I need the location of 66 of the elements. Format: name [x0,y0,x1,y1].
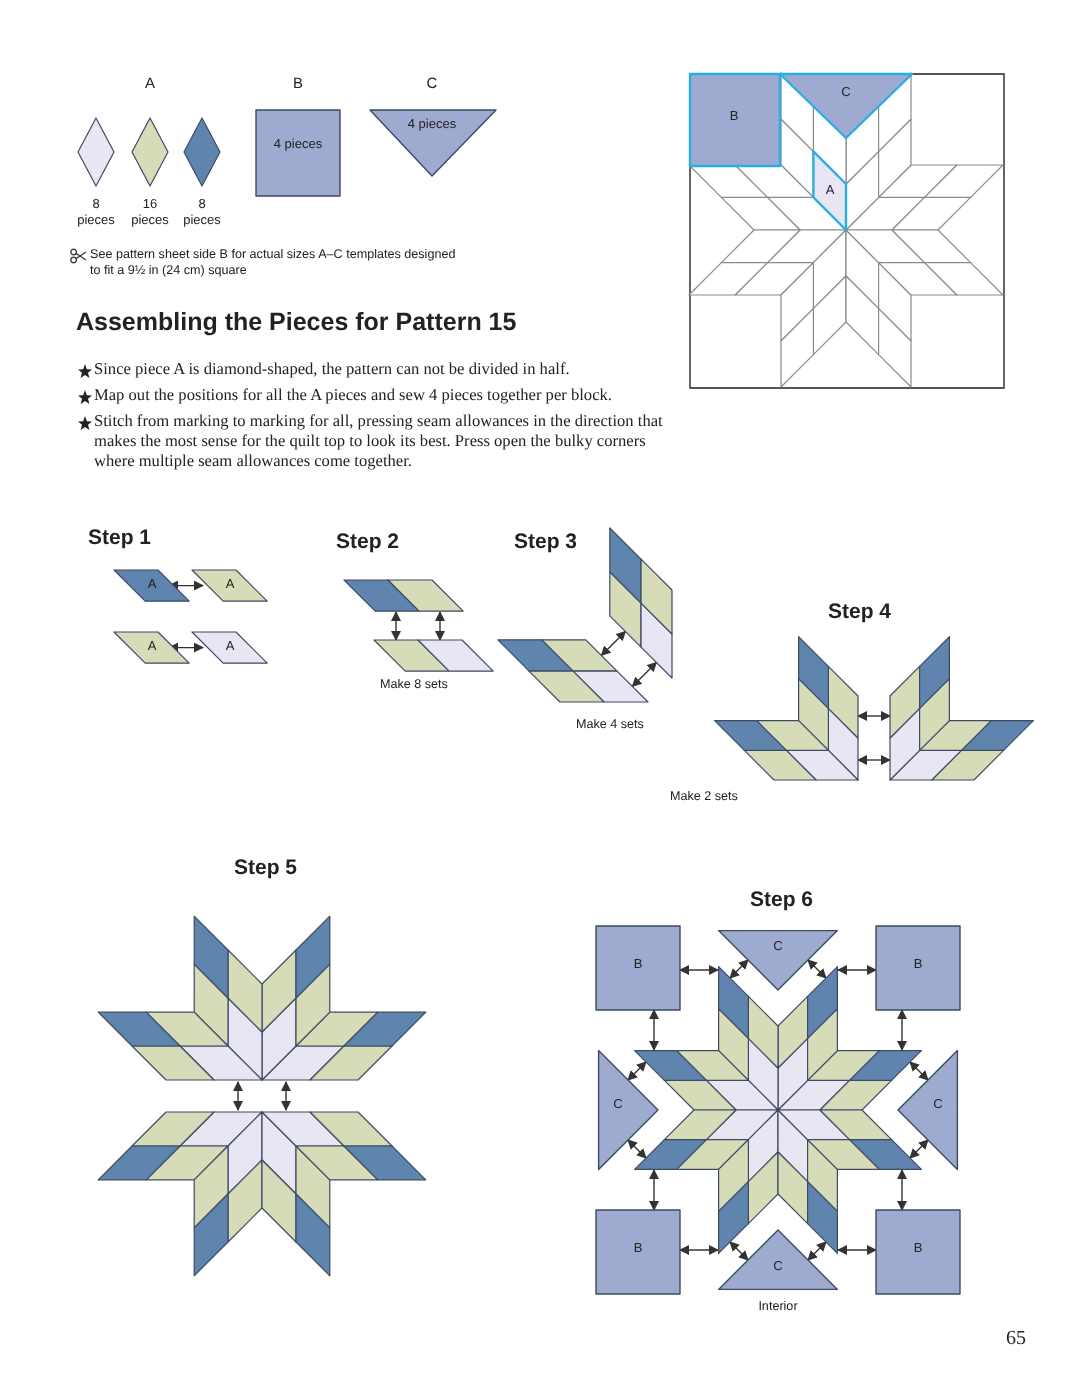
diamond-piece [76,116,116,188]
diamond-unit [494,636,650,704]
step-heading: Step 1 [88,526,152,552]
double-arrow [627,1139,647,1159]
bullet-text: Since piece A is diamond-shaped, the pattern can not be divided in half. [94,360,572,380]
double-arrow [600,630,627,657]
diamond-piece [182,116,222,188]
double-arrow [168,642,204,653]
half-star [96,914,428,1082]
double-arrow [435,611,445,641]
double-arrow [857,711,891,721]
double-arrow [679,965,719,975]
step-heading: Step 6 [750,888,814,914]
step-heading: Step 5 [234,856,298,882]
diamond-piece [810,148,848,232]
diamond-pair [372,638,496,674]
double-arrow [281,1081,291,1111]
diamond-piece [112,568,192,604]
double-arrow [909,1139,929,1159]
square-piece [254,72,342,198]
step-heading: Step 2 [336,530,400,556]
diamond-pair [342,578,466,614]
diamond-piece [130,116,170,188]
half-star [96,1110,428,1278]
double-arrow [909,1061,929,1081]
double-arrow [897,1009,907,1051]
triangle-piece [896,1048,960,1172]
double-arrow [897,1169,907,1211]
section-title: Assembling the Pieces for Pattern 15 [76,308,517,338]
star-block [632,964,924,1256]
diamond-unit [606,524,674,680]
square-piece [688,72,782,168]
double-arrow [631,661,658,688]
diamond-piece [112,630,192,666]
double-arrow [649,1009,659,1051]
triangle-piece [716,928,840,992]
square-piece [594,924,682,1012]
page-number: 65 [1006,1328,1028,1352]
double-arrow [233,1081,243,1111]
double-arrow [729,1241,749,1261]
step-heading: Step 4 [828,600,892,626]
double-arrow [627,1061,647,1081]
half-star-unit [712,634,860,782]
double-arrow [837,965,877,975]
double-arrow [168,580,204,591]
double-arrow [837,1245,877,1255]
step-heading: Step 3 [514,530,578,556]
double-arrow [857,755,891,765]
double-arrow [807,959,827,979]
double-arrow [649,1169,659,1211]
triangle-piece [716,1228,840,1292]
double-arrow [807,1241,827,1261]
triangle-piece [368,72,498,178]
triangle-piece [596,1048,660,1172]
double-arrow [729,959,749,979]
square-piece [874,924,962,1012]
square-piece [594,1208,682,1296]
double-arrow [391,611,401,641]
diamond-piece [190,568,270,604]
bullet-text: Stitch from marking to marking for all, pressing seam allowances in the direction that makes the most sense for the quilt top to look its best. Press open the bulky corners where multiple seam allowances come together. [94,412,665,472]
diamond-piece [190,630,270,666]
square-piece [874,1208,962,1296]
bullet-text: Map out the positions for all the A pieces and sew 4 pieces together per block. [94,386,614,406]
double-arrow [679,1245,719,1255]
triangle-piece [778,72,914,140]
half-star-unit [888,634,1036,782]
